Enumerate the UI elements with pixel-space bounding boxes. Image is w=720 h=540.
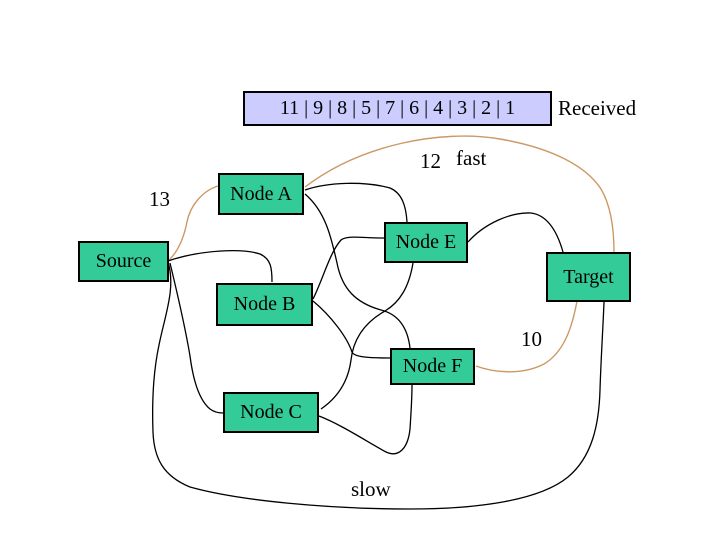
target-node: Target <box>546 252 631 302</box>
edge-source-c <box>169 262 224 414</box>
received-label: Received <box>558 96 637 120</box>
edge-c-f <box>318 384 413 455</box>
edge-a-f <box>304 193 411 349</box>
edge-b-e <box>312 236 385 300</box>
seq-12: 12 <box>420 149 441 173</box>
edge-target-f <box>475 300 578 373</box>
node-f-node: Node F <box>390 348 475 385</box>
node-a-node: Node A <box>218 173 304 215</box>
edge-e-target <box>467 212 564 253</box>
seq-13: 13 <box>149 187 170 211</box>
edge-source-b <box>167 250 273 283</box>
source-node: Source <box>78 241 169 282</box>
node-e-node: Node E <box>384 222 468 263</box>
node-b-node: Node B <box>216 283 313 326</box>
label-slow: slow <box>351 477 391 501</box>
seq-10: 10 <box>521 327 542 351</box>
edge-source-target-slow <box>152 261 605 510</box>
node-c-node: Node C <box>223 392 319 433</box>
edge-e-c <box>320 262 414 410</box>
edge-source-a <box>167 185 219 262</box>
label-fast: fast <box>456 146 487 170</box>
edge-a-target-fast <box>304 135 615 253</box>
edge-a-e <box>304 182 408 223</box>
received-buffer: 11 | 9 | 8 | 5 | 7 | 6 | 4 | 3 | 2 | 1 <box>243 91 552 126</box>
